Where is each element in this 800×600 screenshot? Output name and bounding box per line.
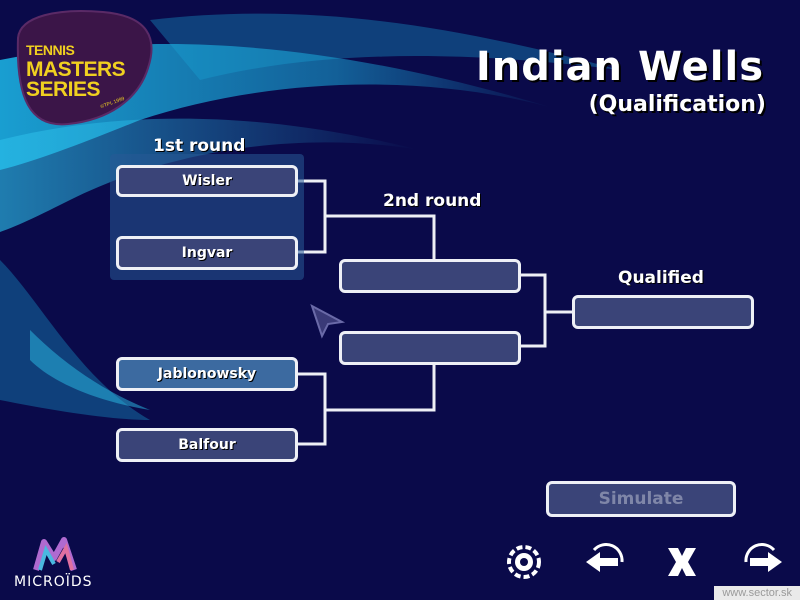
tournament-title: Indian Wells bbox=[475, 44, 764, 90]
mouse-cursor-icon bbox=[310, 303, 346, 339]
logo-line-tennis: TENNIS bbox=[26, 42, 75, 58]
logo-line-series: SERIES bbox=[26, 78, 101, 101]
tennis-masters-logo: TENNIS MASTERS SERIES bbox=[26, 40, 156, 100]
r1-slot-2[interactable]: Ingvar bbox=[116, 236, 298, 270]
round1-label: 1st round bbox=[153, 136, 246, 156]
simulate-button[interactable]: Simulate bbox=[546, 481, 736, 517]
settings-button[interactable] bbox=[502, 540, 546, 584]
logo-line-masters: MASTERS bbox=[26, 58, 126, 81]
tennis-masters-logo-badge bbox=[16, 10, 153, 126]
tournament-subtitle: (Qualification) bbox=[588, 92, 766, 117]
qualified-label: Qualified bbox=[618, 268, 704, 288]
r2-slot-1[interactable] bbox=[339, 259, 521, 293]
r1-slot-3[interactable]: Jablonowsky bbox=[116, 357, 298, 391]
round2-label: 2nd round bbox=[383, 191, 482, 211]
forward-button[interactable] bbox=[742, 540, 786, 584]
back-button[interactable] bbox=[582, 540, 626, 584]
forward-arrow-icon bbox=[744, 543, 782, 572]
close-button[interactable] bbox=[660, 540, 704, 584]
close-x-icon bbox=[668, 548, 696, 576]
microids-logo-icon bbox=[33, 537, 77, 571]
qualified-slot[interactable] bbox=[572, 295, 754, 329]
settings-gear-icon bbox=[507, 545, 541, 579]
r2-slot-2[interactable] bbox=[339, 331, 521, 365]
bracket-lines bbox=[298, 179, 572, 446]
publisher-name: MICROÏDS bbox=[14, 574, 93, 590]
back-arrow-icon bbox=[586, 543, 624, 572]
watermark: www.sector.sk bbox=[714, 586, 800, 600]
r1-slot-1[interactable]: Wisler bbox=[116, 165, 298, 197]
r1-slot-4[interactable]: Balfour bbox=[116, 428, 298, 462]
